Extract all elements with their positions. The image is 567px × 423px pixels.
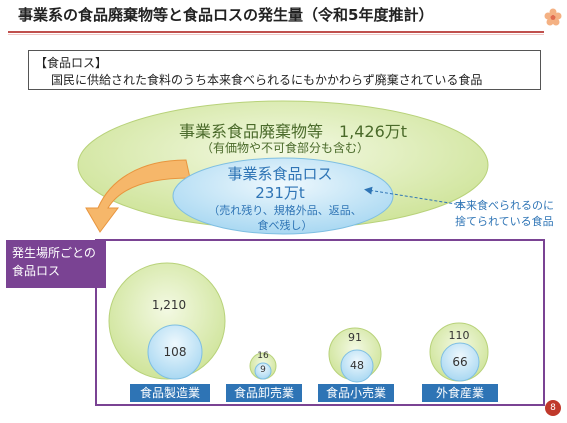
category-food-retail	[328, 327, 382, 383]
category-food-wholesale	[249, 352, 277, 380]
breakdown-frame	[95, 239, 545, 406]
category-food-service	[429, 322, 489, 382]
side-label: 発生場所ごとの 食品ロス	[6, 240, 106, 288]
definition-body: 国民に供給された食料のうち本来食べられるにもかかわらず廃棄されている食品	[51, 73, 483, 87]
loss-circle	[340, 349, 374, 383]
side-label-line-1: 発生場所ごとの	[12, 246, 96, 260]
loss-circle	[440, 342, 480, 382]
inner-ellipse	[172, 157, 394, 235]
category-label-manufacturing: 食品製造業	[130, 384, 210, 402]
retail-loss-value: 48	[350, 359, 364, 372]
manufacturing-loss-value: 108	[163, 345, 187, 359]
outer-title: 事業系食品廃棄物等 1,426万t	[178, 122, 408, 141]
category-food-manufacturing	[108, 262, 226, 380]
service-waste-value: 110	[448, 329, 470, 342]
page-number: 8	[545, 400, 561, 416]
title-underline	[8, 31, 544, 33]
manufacturing-waste-value: 1,210	[151, 298, 187, 312]
category-label-retail: 食品小売業	[318, 384, 394, 402]
side-label-line-2: 食品ロス	[12, 264, 61, 278]
definition-heading: 【食品ロス】	[35, 56, 108, 70]
annotation-pointer	[364, 186, 463, 206]
flower-icon	[544, 8, 562, 26]
retail-waste-value: 91	[348, 331, 362, 344]
inner-note-1: （売れ残り、規格外品、返品、	[208, 204, 362, 217]
loss-circle	[254, 362, 272, 380]
loss-circle	[147, 324, 203, 380]
annotation-line-1: 本来食べられるのに	[455, 199, 554, 212]
inner-value: 231万t	[255, 184, 305, 202]
inner-note-2: 食べ残し）	[257, 219, 313, 232]
category-label-wholesale: 食品卸売業	[226, 384, 302, 402]
annotation-line-2: 捨てられている食品	[455, 215, 554, 228]
wholesale-waste-value: 16	[257, 351, 269, 361]
wholesale-loss-value: 9	[260, 365, 266, 375]
category-label-service: 外食産業	[422, 384, 498, 402]
page-title: 事業系の食品廃棄物等と食品ロスの発生量（令和5年度推計）	[18, 6, 434, 24]
outer-subtitle: （有価物や不可食部分も含む）	[200, 141, 369, 155]
service-loss-value: 66	[452, 355, 468, 369]
orange-arrow	[85, 159, 191, 233]
title-underline-light	[8, 34, 544, 35]
definition-box: 【食品ロス】 国民に供給された食料のうち本来食べられるにもかかわらず廃棄されてい…	[28, 50, 541, 90]
inner-title: 事業系食品ロス	[227, 165, 333, 183]
